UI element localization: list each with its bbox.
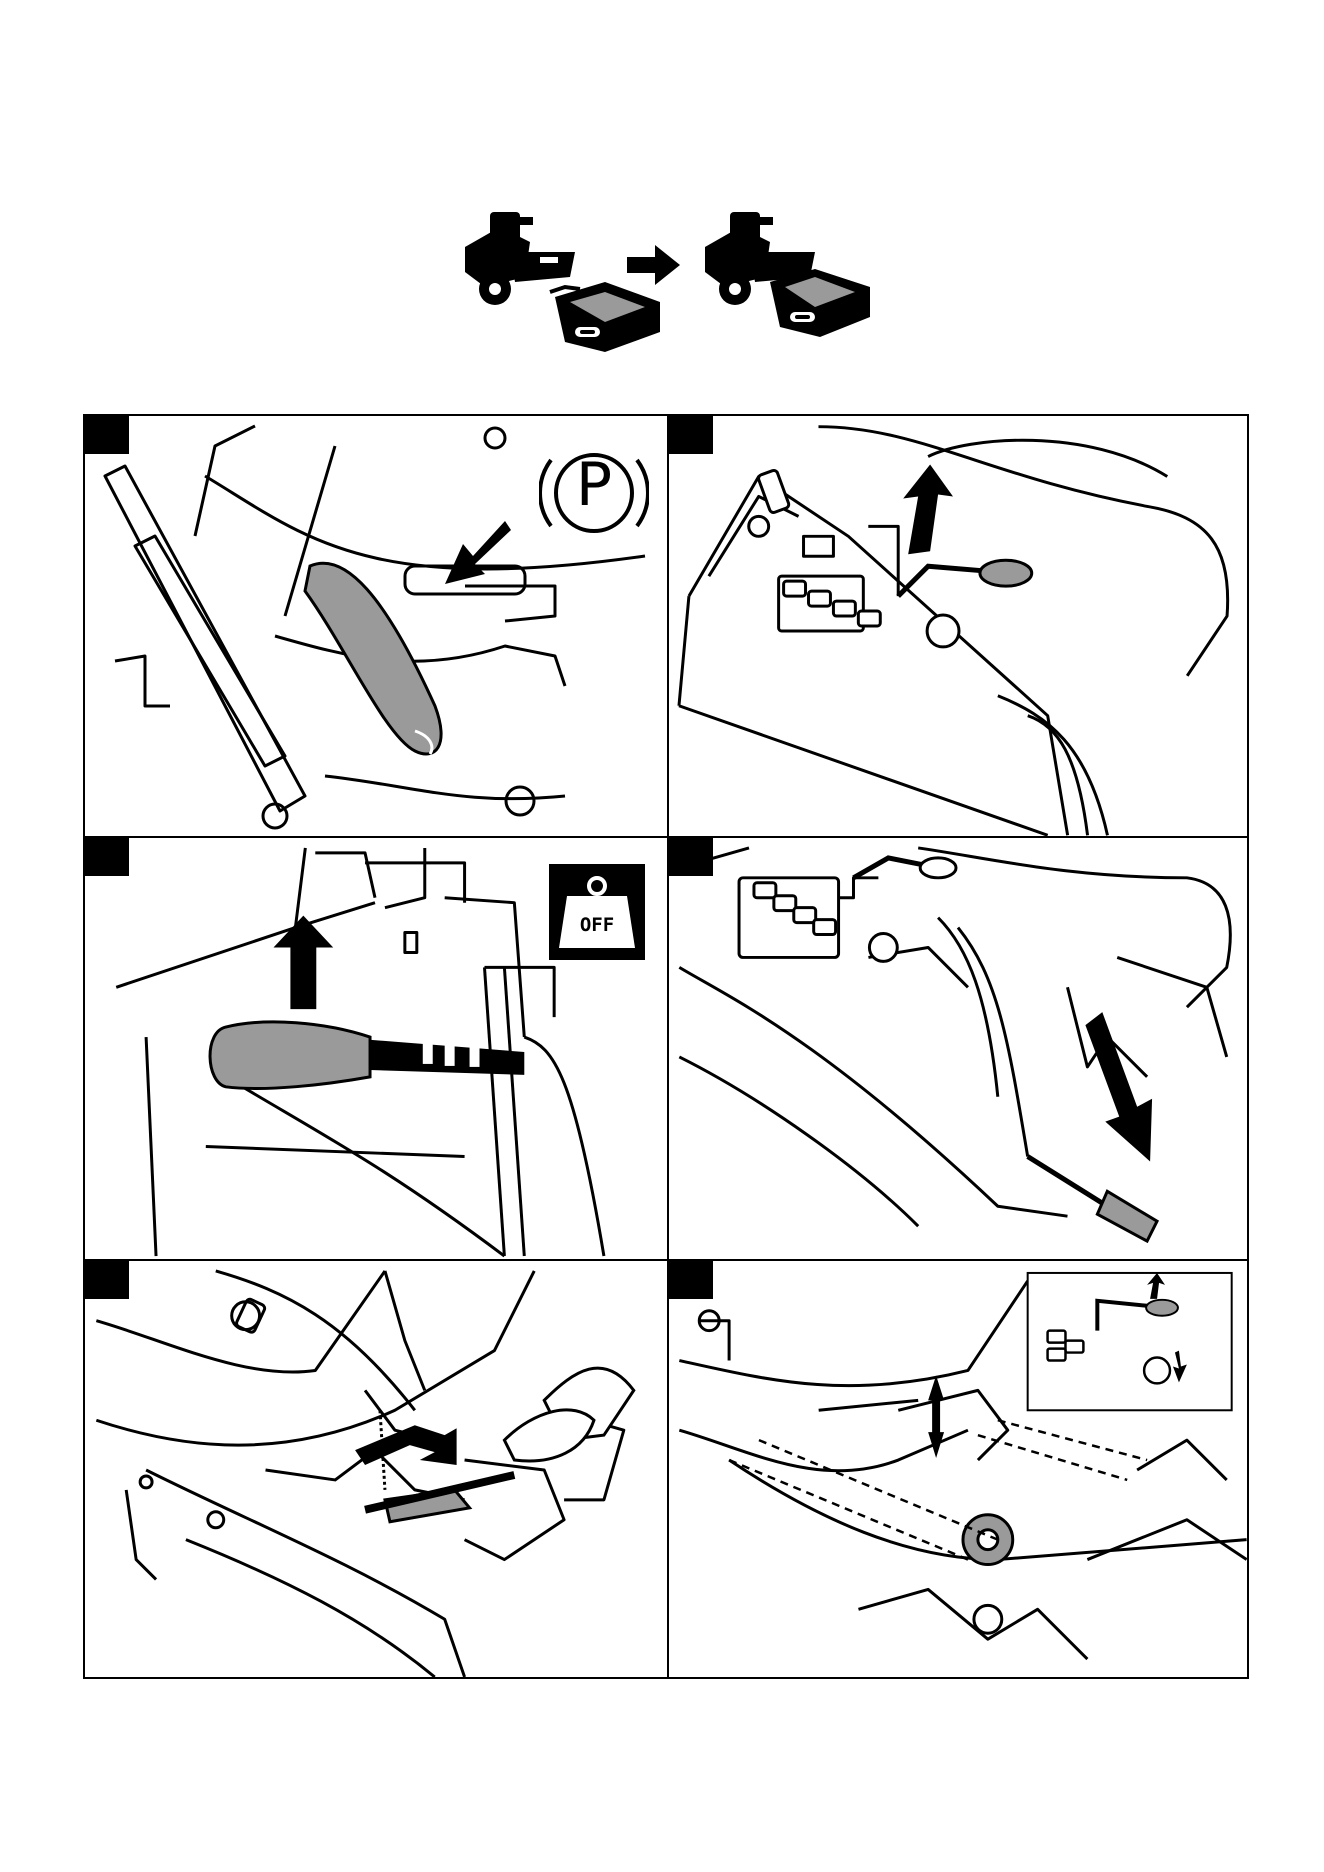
weight-off-icon: OFF	[549, 864, 645, 960]
arrow-up-icon	[273, 916, 333, 1010]
panel-1: P	[85, 416, 667, 836]
panel-6	[667, 1259, 1247, 1677]
header-illustration	[455, 207, 895, 372]
deck-height-adjust-illustration	[669, 1261, 1247, 1677]
tractor-deck-sequence-icon	[455, 207, 895, 372]
lift-lever-down-illustration	[669, 838, 1247, 1259]
arrow-down-icon	[1085, 1012, 1152, 1161]
weight-off-label: OFF	[549, 914, 645, 936]
mower-deck-right-icon	[770, 269, 870, 337]
panel-2	[667, 416, 1247, 836]
arrow-right-icon	[627, 245, 680, 285]
mower-deck-left-icon	[550, 282, 660, 352]
instruction-grid: P	[83, 414, 1249, 1679]
curved-arrow-icon	[355, 1425, 457, 1465]
parking-brake-icon: P	[539, 438, 649, 548]
lift-lever-up-illustration	[669, 416, 1247, 836]
arrow-up-icon	[903, 465, 953, 555]
pointer-arrow-icon	[445, 521, 511, 584]
deck-attach-pin-illustration	[85, 1261, 667, 1677]
panel-3: OFF	[85, 836, 667, 1259]
panel-5	[85, 1259, 667, 1677]
panel-4	[667, 836, 1247, 1259]
parking-brake-label: P	[539, 455, 649, 515]
inset-lever-detail	[1028, 1273, 1232, 1410]
